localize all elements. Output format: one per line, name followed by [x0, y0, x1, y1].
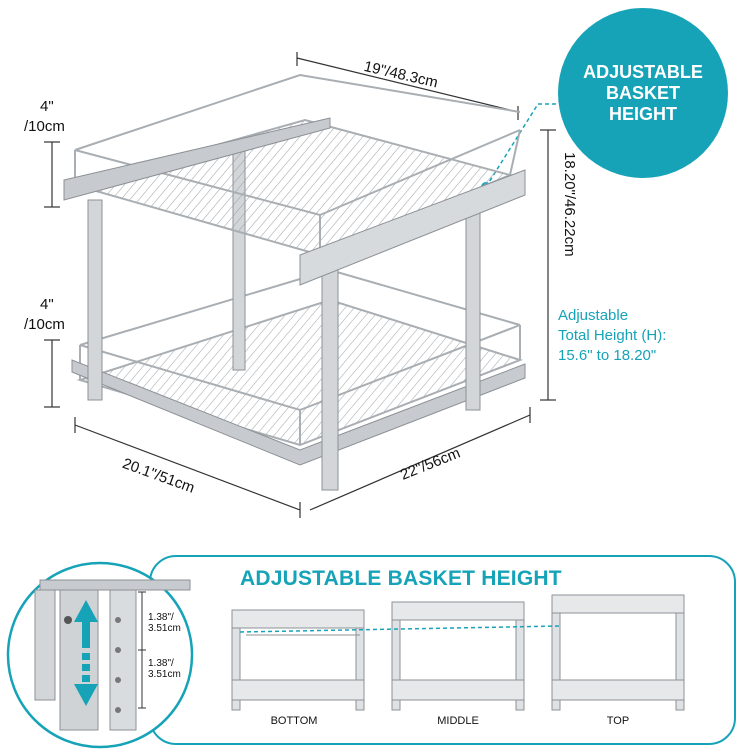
detail-dim-lower-cm: 3.51cm — [148, 669, 181, 680]
detail-dim-upper-cm: 3.51cm — [148, 623, 181, 634]
upper-gap-cm: /10cm — [24, 118, 65, 135]
adjustable-height-badge: ADJUSTABLE BASKET HEIGHT — [558, 8, 728, 178]
badge-line-3: HEIGHT — [608, 103, 677, 124]
dimension-lines — [44, 52, 556, 518]
detail-dim-lower-in: 1.38"/ — [148, 658, 174, 669]
detail-dim-upper-in: 1.38"/ — [148, 612, 174, 623]
detail-dim-lower: 1.38"/ 3.51cm — [148, 658, 181, 680]
lower-gap-in: 4" — [40, 296, 54, 313]
caption-top: TOP — [606, 715, 630, 727]
note-line-1: Adjustable — [558, 307, 629, 324]
panel-title: ADJUSTABLE BASKET HEIGHT — [240, 567, 562, 590]
mini-basket-middle — [391, 601, 525, 711]
mini-basket-bottom — [231, 609, 365, 711]
height-guide-line — [239, 625, 561, 633]
mini-basket-top — [551, 594, 685, 711]
detail-closeup — [34, 579, 191, 731]
upper-gap-in: 4" — [40, 98, 54, 115]
note-line-2: Total Height (H): — [558, 327, 667, 344]
basket-illustration — [44, 52, 570, 518]
lower-gap-cm: /10cm — [24, 316, 65, 333]
up-down-arrow-icon — [74, 600, 98, 706]
upper-basket — [63, 73, 526, 286]
note-line-3: 15.6" to 18.20" — [558, 347, 657, 364]
lower-basket — [71, 268, 526, 466]
caption-middle: MIDDLE — [437, 715, 479, 727]
badge-line-1: ADJUSTABLE — [583, 61, 703, 82]
bottom-panel-frame — [6, 555, 736, 749]
detail-dim-upper: 1.38"/ 3.51cm — [148, 612, 181, 634]
caption-bottom: BOTTOM — [270, 715, 318, 727]
height-label: 18.20"/46.22cm — [561, 152, 578, 257]
badge-line-2: BASKET — [605, 82, 680, 103]
adjustable-height-note: Adjustable Total Height (H): 15.6" to 18… — [558, 306, 666, 366]
